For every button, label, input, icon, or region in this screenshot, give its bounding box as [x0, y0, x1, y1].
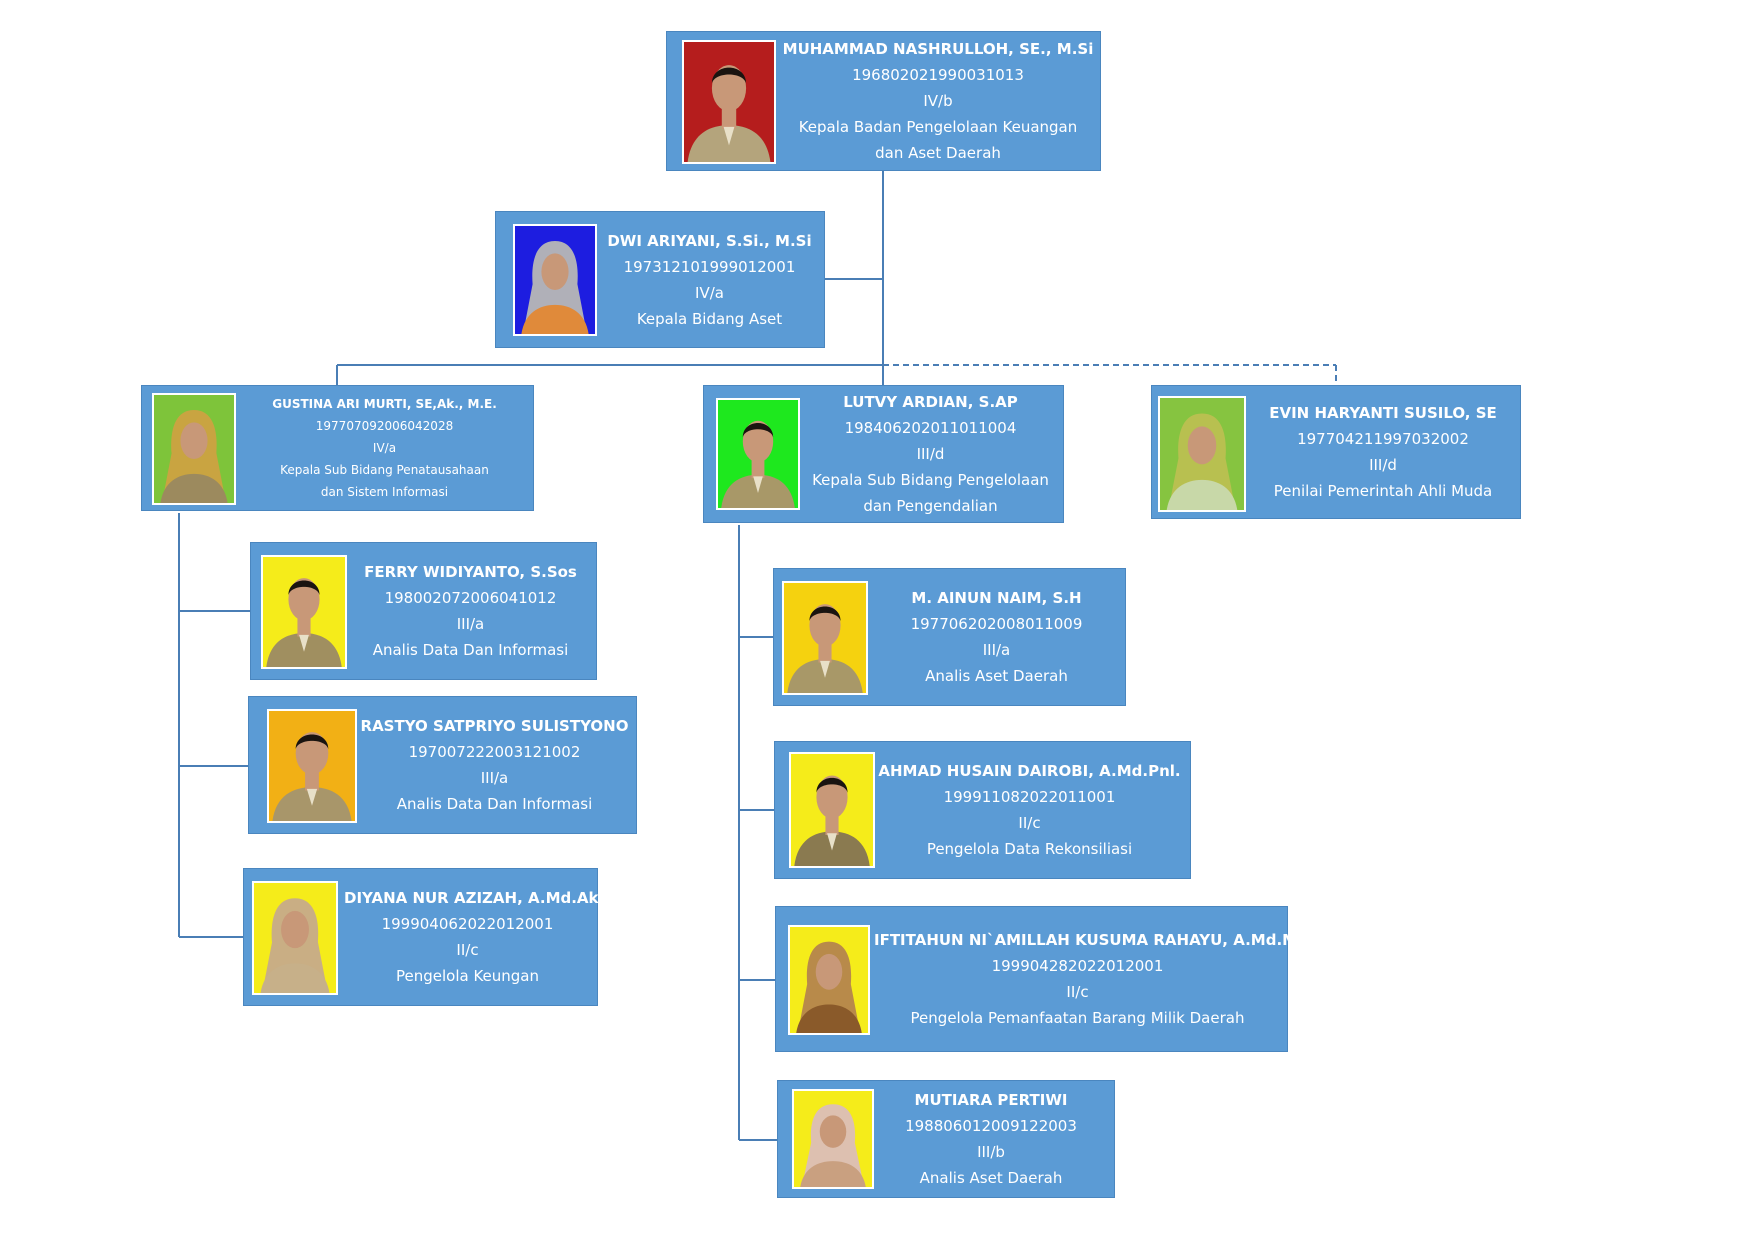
org-card-rastyo: RASTYO SATPRIYO SULISTYONO 19700722200312…: [248, 696, 637, 834]
person-photo: [267, 709, 357, 823]
org-card-evin: EVIN HARYANTI SUSILO, SE 1977042119970320…: [1151, 385, 1521, 519]
person-rank: III/b: [977, 1143, 1005, 1161]
org-card-kabid: DWI ARIYANI, S.Si., M.Si 1973121019990120…: [495, 211, 825, 348]
person-position: Analis Aset Daerah: [919, 1169, 1063, 1187]
org-card-head: MUHAMMAD NASHRULLOH, SE., M.Si 1968020219…: [666, 31, 1101, 171]
org-card-ferry: FERRY WIDIYANTO, S.Sos 198002072006041012…: [250, 542, 597, 680]
org-card-ahmad: AHMAD HUSAIN DAIROBI, A.Md.Pnl. 199911082…: [774, 741, 1191, 879]
person-photo: [792, 1089, 874, 1189]
person-rank: III/d: [1369, 456, 1397, 474]
person-photo: [1158, 396, 1246, 512]
person-position: Kepala Sub Bidang Penatausahaan: [280, 463, 489, 477]
person-name: DWI ARIYANI, S.Si., M.Si: [607, 231, 812, 250]
person-nip: 197704211997032002: [1297, 430, 1469, 448]
person-name: M. AINUN NAIM, S.H: [911, 589, 1082, 607]
person-position: dan Sistem Informasi: [320, 485, 449, 499]
person-position: Analis Data Dan Informasi: [372, 641, 569, 659]
person-photo: [152, 393, 236, 505]
person-nip: 198002072006041012: [384, 589, 557, 607]
person-position: dan Aset Daerah: [875, 144, 1001, 162]
person-position: Pengelola Data Rekonsiliasi: [926, 840, 1133, 858]
person-rank: II/c: [1066, 983, 1089, 1001]
person-position: dan Pengendalian: [863, 497, 998, 515]
org-card-gustina: GUSTINA ARI MURTI, SE,Ak., M.E. 197707092…: [141, 385, 534, 511]
person-nip: 199911082022011001: [943, 788, 1116, 806]
org-card-iftitahun: IFTITAHUN NI`AMILLAH KUSUMA RAHAYU, A.Md…: [775, 906, 1303, 1052]
person-photo: [252, 881, 338, 995]
person-name: MUTIARA PERTIWI: [914, 1091, 1068, 1109]
person-nip: 199904282022012001: [991, 957, 1164, 975]
person-position: Pengelola Pemanfaatan Barang Milik Daera…: [910, 1009, 1245, 1027]
person-position: Kepala Sub Bidang Pengelolaan: [812, 471, 1049, 489]
person-rank: II/c: [456, 941, 479, 959]
person-position: Analis Aset Daerah: [925, 667, 1068, 685]
person-position: Kepala Bidang Aset: [636, 309, 783, 328]
person-position: Kepala Badan Pengelolaan Keuangan: [798, 118, 1078, 136]
person-position: Penilai Pemerintah Ahli Muda: [1273, 482, 1493, 500]
person-name: LUTVY ARDIAN, S.AP: [843, 393, 1018, 411]
person-rank: III/a: [480, 769, 509, 787]
person-rank: III/a: [456, 615, 485, 633]
person-rank: III/a: [982, 641, 1011, 659]
person-rank: IV/b: [923, 92, 953, 110]
person-photo: [782, 581, 868, 695]
person-photo: [513, 224, 597, 336]
person-nip: 196802021990031013: [852, 66, 1024, 84]
person-photo: [682, 40, 776, 164]
person-name: MUHAMMAD NASHRULLOH, SE., M.Si: [782, 40, 1094, 58]
person-position: Analis Data Dan Informasi: [396, 795, 593, 813]
person-nip: 197707092006042028: [315, 419, 454, 433]
person-nip: 197706202008011009: [910, 615, 1083, 633]
person-name: EVIN HARYANTI SUSILO, SE: [1269, 404, 1497, 422]
person-nip: 198406202011011004: [844, 419, 1017, 437]
person-photo: [261, 555, 347, 669]
person-name: AHMAD HUSAIN DAIROBI, A.Md.Pnl.: [878, 762, 1181, 780]
person-rank: IV/a: [695, 283, 724, 302]
person-rank: IV/a: [372, 441, 397, 455]
org-card-diyana: DIYANA NUR AZIZAH, A.Md.Ak. 1999040620220…: [243, 868, 605, 1006]
person-name: GUSTINA ARI MURTI, SE,Ak., M.E.: [272, 397, 497, 411]
person-nip: 197007222003121002: [408, 743, 581, 761]
person-nip: 199904062022012001: [381, 915, 554, 933]
person-photo: [716, 398, 800, 510]
person-nip: 198806012009122003: [905, 1117, 1077, 1135]
person-rank: II/c: [1018, 814, 1041, 832]
person-name: RASTYO SATPRIYO SULISTYONO: [360, 717, 629, 735]
person-nip: 197312101999012001: [623, 257, 796, 276]
person-photo: [788, 925, 870, 1035]
person-position: Pengelola Keungan: [395, 967, 540, 985]
person-rank: III/d: [916, 445, 945, 463]
person-photo: [789, 752, 875, 868]
person-name: DIYANA NUR AZIZAH, A.Md.Ak.: [344, 889, 605, 907]
person-name: IFTITAHUN NI`AMILLAH KUSUMA RAHAYU, A.Md…: [874, 931, 1303, 949]
person-name: FERRY WIDIYANTO, S.Sos: [364, 563, 577, 581]
